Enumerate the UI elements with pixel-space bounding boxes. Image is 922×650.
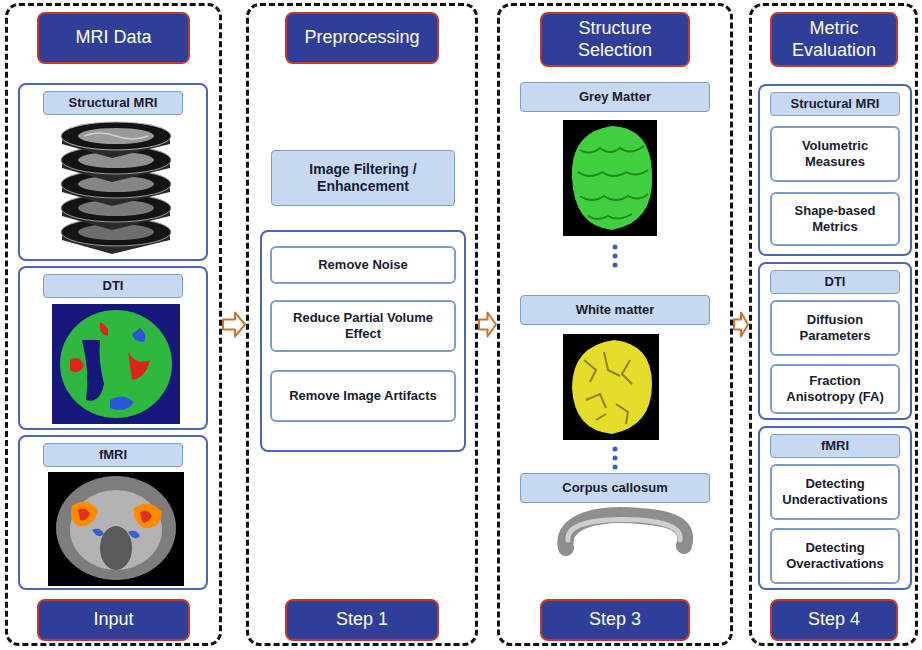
box-text: Fraction Anisotropy (FA): [778, 373, 892, 406]
stage-panel: Structure SelectionStep 3 Grey MatterWhit…: [497, 3, 733, 646]
process-box: Reduce Partial Volume Effect: [270, 300, 456, 352]
stage-panel: PreprocessingStep 1 Image Filtering / Enh…: [246, 3, 478, 646]
box-text: Shape-based Metrics: [778, 203, 892, 236]
process-box: Diffusion Parameters: [770, 300, 900, 356]
fmri-slice: [48, 472, 184, 586]
structure-label-box: Grey Matter: [520, 82, 710, 112]
modality-group: Structural MRI: [18, 83, 208, 261]
group-label: DTI: [770, 270, 900, 294]
process-box: Detecting Overactivations: [770, 528, 900, 584]
mri-slice-stack: [61, 122, 171, 254]
modality-group: DTI: [18, 266, 208, 430]
group-label: Structural MRI: [43, 91, 183, 115]
structure-label-box: White matter: [520, 295, 710, 325]
process-box: Shape-based Metrics: [770, 192, 900, 246]
step-footer: Step 1: [285, 599, 439, 641]
flow-arrow: [223, 313, 245, 337]
box-text: Diffusion Parameters: [778, 312, 892, 345]
modality-group: fMRI Detecting UnderactivationsDetecting …: [758, 426, 912, 590]
flow-arrow: [479, 313, 496, 337]
step-footer: Step 3: [540, 599, 690, 641]
box-text: Reduce Partial Volume Effect: [278, 310, 448, 343]
modality-group: Structural MRI Volumetric MeasuresShape-b…: [758, 84, 912, 256]
group-label: DTI: [43, 274, 183, 298]
box-text: White matter: [576, 302, 655, 318]
stage-panel: MRI DataInput Structural MRI DTI fMRI: [5, 3, 222, 646]
step-footer: Step 4: [770, 599, 898, 641]
stage-header: Preprocessing: [285, 12, 439, 64]
flow-arrow: [734, 313, 748, 337]
process-box: Fraction Anisotropy (FA): [770, 364, 900, 414]
corpus-callosum-render: [565, 515, 685, 548]
group-label: fMRI: [770, 434, 900, 458]
modality-group: DTI Diffusion ParametersFraction Anisotro…: [758, 262, 912, 420]
stage-header: Metric Evaluation: [770, 12, 898, 67]
box-text: Corpus callosum: [562, 480, 667, 496]
group-heading: Image Filtering / Enhancement: [271, 150, 455, 206]
stage-header: Structure Selection: [540, 12, 690, 67]
group-label: Structural MRI: [770, 92, 900, 116]
box-text: Grey Matter: [579, 89, 651, 105]
dti-map: [52, 304, 180, 424]
process-box: Detecting Underactivations: [770, 464, 900, 520]
stage-panel: Metric EvaluationStep 4 Structural MRI Vol…: [749, 3, 918, 646]
structure-label-box: Corpus callosum: [520, 473, 710, 503]
grey-matter-render: [563, 120, 657, 236]
process-box: Remove Image Artifacts: [270, 370, 456, 422]
stage-header: MRI Data: [37, 12, 190, 64]
preprocessing-group: Image Filtering / EnhancementRemove Nois…: [260, 230, 466, 452]
group-label: fMRI: [43, 443, 183, 467]
white-matter-render: [563, 334, 659, 440]
box-text: Remove Noise: [318, 257, 408, 273]
process-box: Volumetric Measures: [770, 126, 900, 182]
process-box: Remove Noise: [270, 246, 456, 284]
box-text: Detecting Overactivations: [778, 540, 892, 573]
step-footer: Input: [37, 599, 190, 641]
box-text: Volumetric Measures: [778, 138, 892, 171]
box-text: Remove Image Artifacts: [289, 388, 437, 404]
modality-group: fMRI: [18, 435, 208, 590]
box-text: Detecting Underactivations: [778, 476, 892, 509]
